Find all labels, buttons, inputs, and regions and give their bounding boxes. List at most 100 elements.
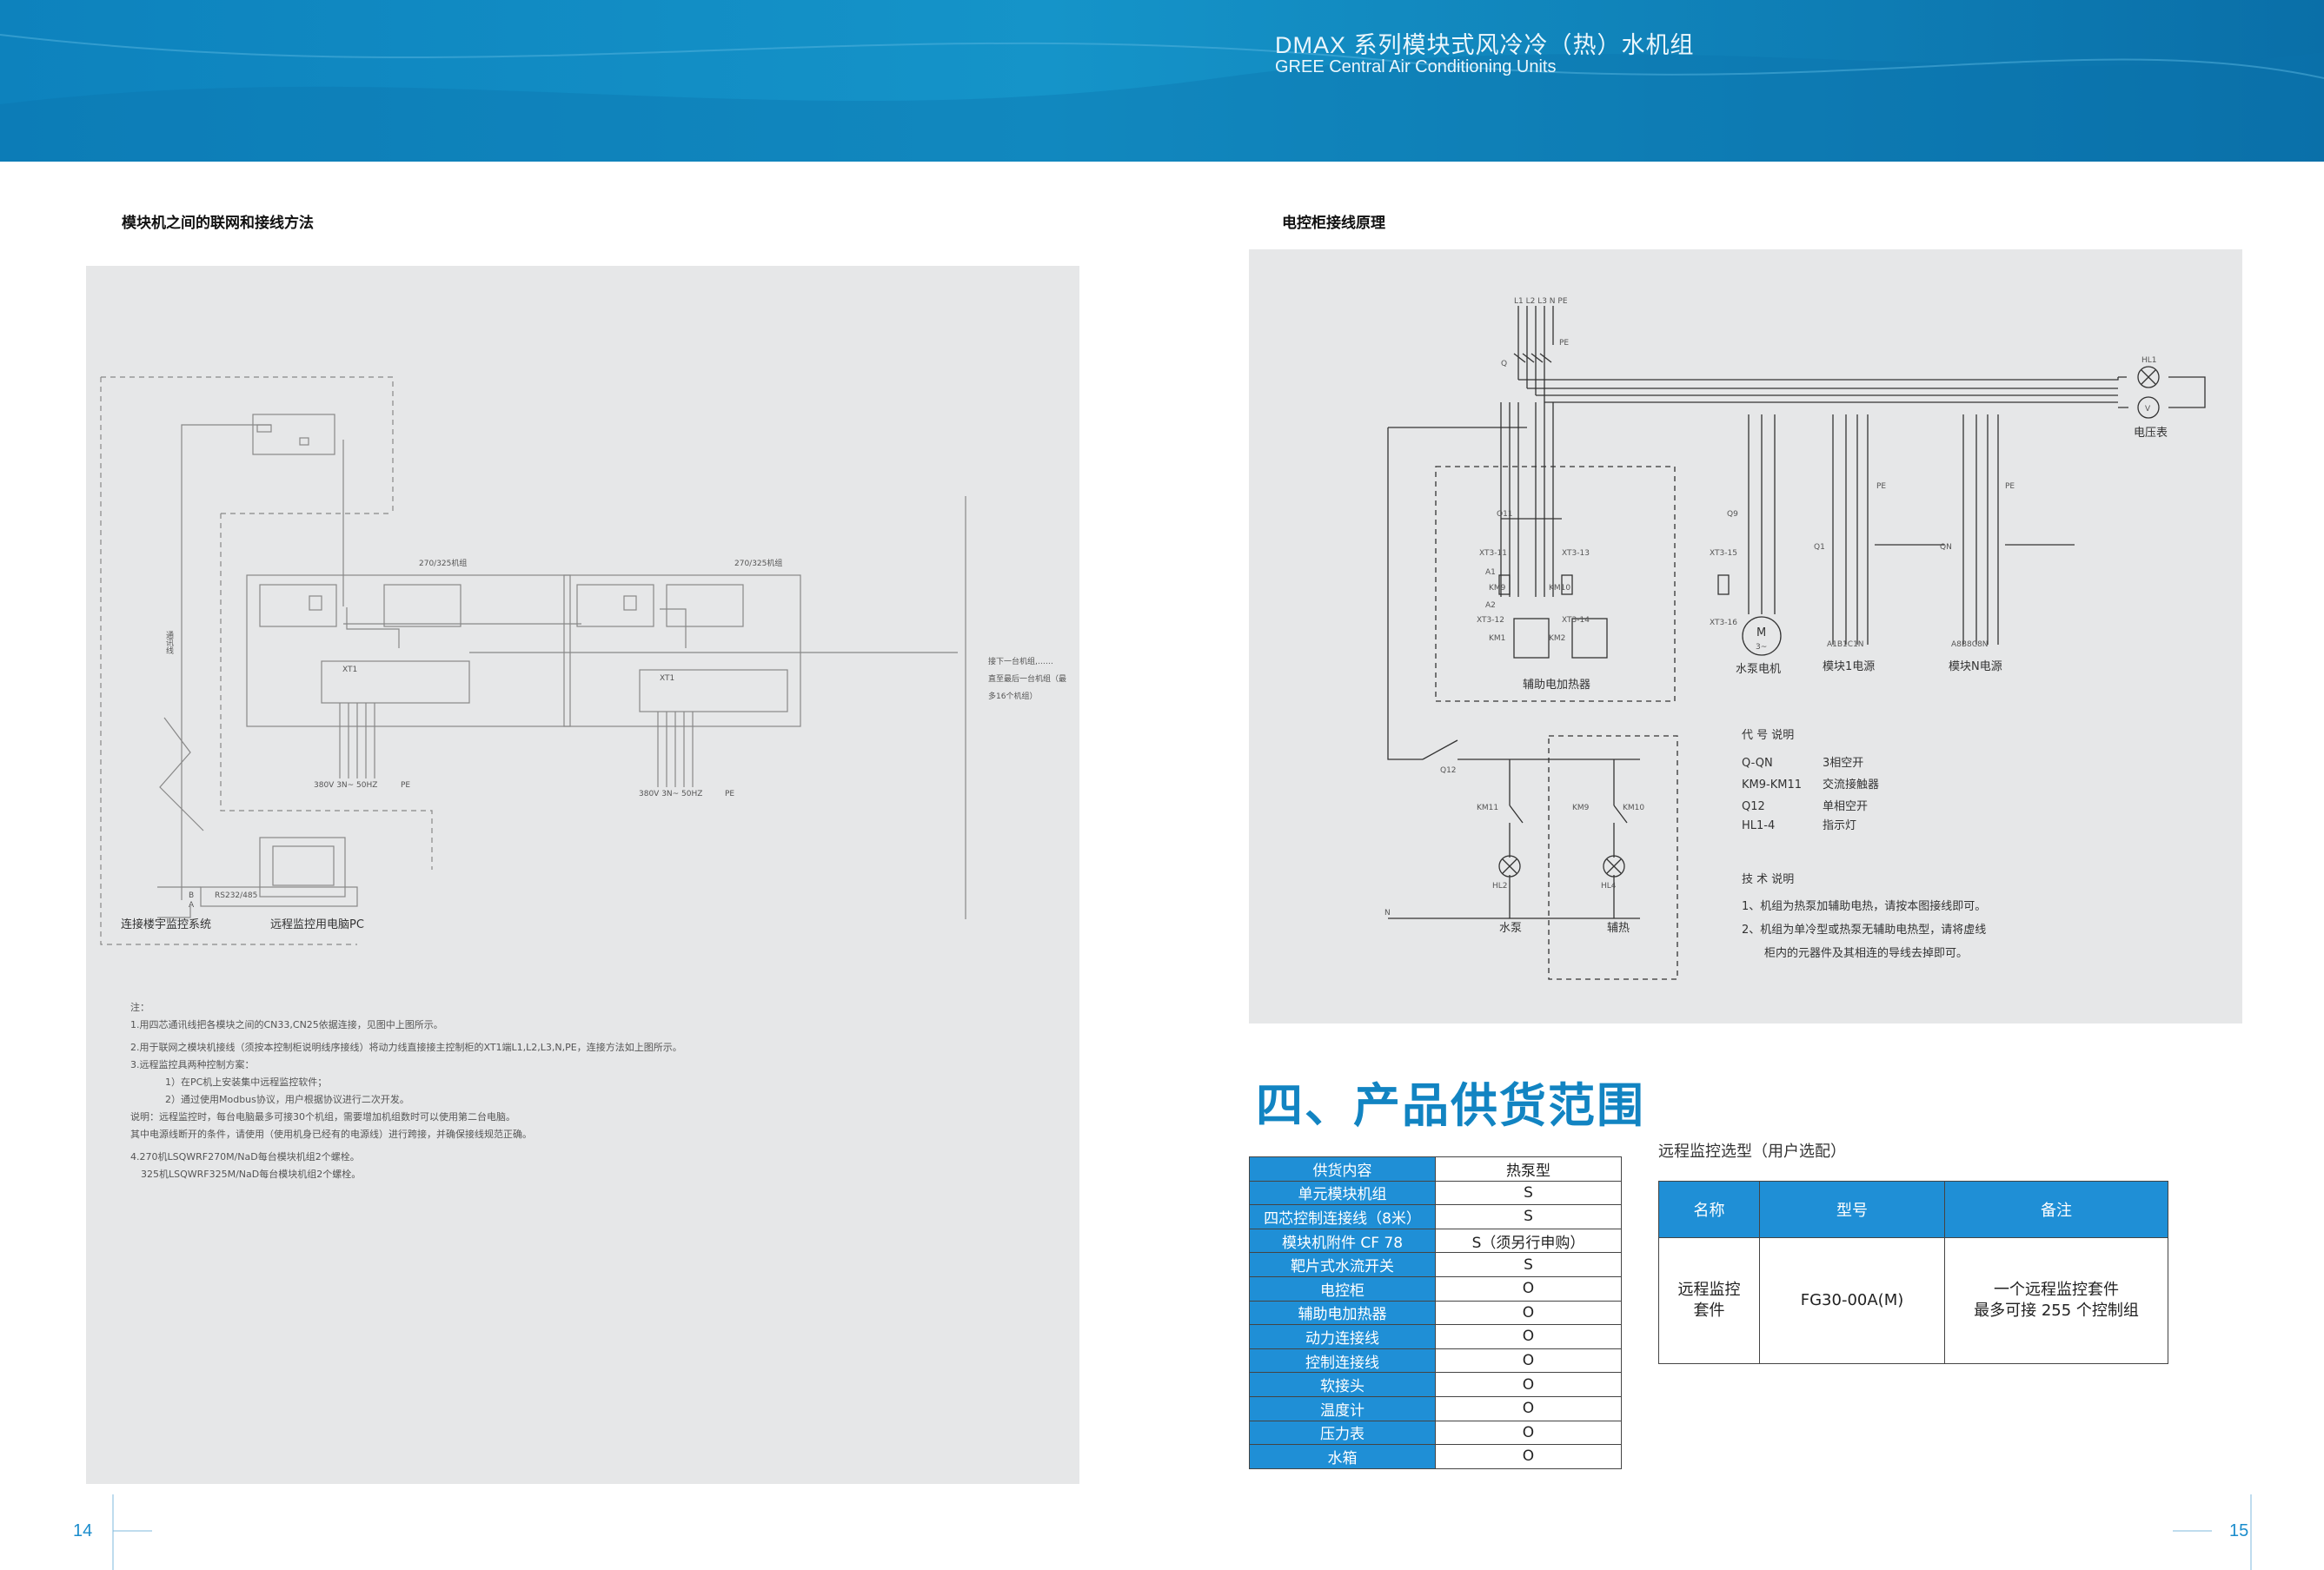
- pe-label-2: PE: [725, 790, 734, 798]
- unit-label-2: 270/325机组: [734, 558, 782, 568]
- q-label: Q: [1501, 360, 1507, 368]
- remote-caption: 远程监控选型（用户选配）: [1658, 1143, 1846, 1161]
- supply-item: 压力表: [1249, 1420, 1436, 1446]
- power-label-2: 380V 3N~ 50HZ: [639, 790, 702, 798]
- a2-label: A2: [1485, 601, 1496, 610]
- xt-label-1: XT1: [342, 666, 357, 674]
- supply-item: 模块机附件 CF 78: [1249, 1228, 1436, 1254]
- note-line: 注：: [130, 1002, 149, 1013]
- table-row: 供货内容热泵型: [1249, 1156, 1622, 1182]
- supply-item: 温度计: [1249, 1395, 1436, 1421]
- remote-name-text: 远程监控套件: [1677, 1281, 1741, 1320]
- header-title-en: GREE Central Air Conditioning Units: [1275, 57, 1557, 76]
- crop-marks: [112, 1494, 2252, 1570]
- supply-value: O: [1435, 1300, 1622, 1326]
- rs232-label: RS232/485: [215, 891, 257, 900]
- table-header-row: 名称 型号 备注: [1658, 1181, 2168, 1238]
- supply-value: O: [1435, 1372, 1622, 1397]
- supply-item: 单元模块机组: [1249, 1180, 1436, 1206]
- legend-title: 代 号 说明: [1742, 729, 1794, 742]
- pe-top-label: PE: [1559, 339, 1569, 348]
- rs-a-label: A: [189, 901, 195, 910]
- supply-item: 动力连接线: [1249, 1324, 1436, 1349]
- note-line: 1.用四芯通讯线把各模块之间的CN33,CN25依据连接，见图中上图所示。: [130, 1019, 443, 1030]
- next-unit-line-1: 接下一台机组,……: [988, 656, 1053, 666]
- xt3-14-label: XT3-14: [1562, 616, 1590, 625]
- mod1-terminals: A1B1C1N: [1827, 640, 1864, 649]
- remote-note: 一个远程监控套件 最多可接 255 个控制组: [1944, 1237, 2168, 1364]
- network-diagram: 270/325机组 270/325机组 XT1 XT1 380V 3N~ 50H…: [100, 376, 1066, 945]
- legend-code: HL1-4: [1742, 819, 1775, 832]
- supply-item: 电控柜: [1249, 1275, 1436, 1302]
- remote-name: 远程监控套件: [1658, 1237, 1760, 1364]
- tech-note: 2、机组为单冷型或热泵无辅助电热型，请将虚线: [1742, 924, 1986, 937]
- hl1-label: HL1: [2141, 356, 2157, 365]
- cabinet-schematic: L1 L2 L3 N PE PE Q HL1 V 电压表 Q11 XT3-11 …: [1384, 297, 2206, 980]
- table-row: 远程监控套件 FG30-00A(M) 一个远程监控套件 最多可接 255 个控制…: [1658, 1237, 2168, 1364]
- supply-value: O: [1435, 1420, 1622, 1446]
- xt3-13-label: XT3-13: [1562, 549, 1590, 558]
- supply-value: 热泵型: [1435, 1156, 1622, 1182]
- table-row: 四芯控制连接线（8米）S: [1249, 1204, 1622, 1229]
- remote-header-note: 备注: [1944, 1181, 2168, 1238]
- legend-desc: 单相空开: [1823, 800, 1868, 813]
- remote-header-model: 型号: [1759, 1181, 1945, 1238]
- supply-item: 靶片式水流开关: [1249, 1252, 1436, 1277]
- supply-item: 四芯控制连接线（8米）: [1249, 1204, 1436, 1229]
- km9-label: KM9: [1489, 584, 1506, 593]
- q11-label: Q11: [1497, 510, 1513, 519]
- next-unit-line-3: 多16个机组）: [988, 691, 1037, 701]
- pe-mod1-label: PE: [1876, 482, 1886, 491]
- remote-note-line: 最多可接 255 个控制组: [1974, 1302, 2139, 1320]
- xt3-16-label: XT3-16: [1710, 619, 1737, 627]
- remote-header-name: 名称: [1658, 1181, 1760, 1238]
- tech-note: 1、机组为热泵加辅助电热，请按本图接线即可。: [1742, 899, 1986, 913]
- modn-power-label: 模块N电源: [1949, 660, 2002, 673]
- note-line: 其中电源线断开的条件，请使用（使用机身已经有的电源线）进行跨接，并确保接线规范正…: [130, 1129, 532, 1140]
- voltmeter-label: 电压表: [2134, 427, 2168, 440]
- wiring-notes: 注： 1.用四芯通讯线把各模块之间的CN33,CN25依据连接，见图中上图所示。…: [130, 999, 913, 1183]
- supply-value: S: [1435, 1252, 1622, 1277]
- legend-desc: 交流接触器: [1823, 778, 1879, 792]
- supply-value: S: [1435, 1180, 1622, 1206]
- modn-terminals: A8B8C8N: [1951, 640, 1989, 649]
- km2-label: KM2: [1549, 634, 1565, 643]
- q12-label: Q12: [1440, 766, 1457, 775]
- hl4-label: HL4: [1601, 882, 1617, 891]
- km11-label: KM11: [1477, 804, 1498, 812]
- legend-code: Q12: [1742, 800, 1765, 813]
- a1-label: A1: [1485, 568, 1496, 577]
- unit-label-1: 270/325机组: [419, 558, 467, 568]
- hl2-label: HL2: [1492, 882, 1508, 891]
- note-line: 说明：远程监控时，每台电脑最多可接30个机组，需要增加机组数时可以使用第二台电脑…: [130, 1111, 515, 1123]
- km9b-label: KM9: [1572, 804, 1590, 812]
- supply-item: 供货内容: [1249, 1156, 1436, 1182]
- page-header: DMAX 系列模块式风冷冷（热）水机组 GREE Central Air Con…: [0, 0, 2324, 162]
- rs-b-label: B: [189, 891, 194, 900]
- legend-desc: 指示灯: [1823, 819, 1856, 832]
- supply-item: 水箱: [1249, 1444, 1436, 1469]
- pe-modn-label: PE: [2005, 482, 2015, 491]
- supply-value: O: [1435, 1348, 1622, 1374]
- q1-label: Q1: [1814, 543, 1825, 552]
- note-line: 325机LSQWRF325M/NaD每台模块机组2个螺栓。: [141, 1169, 362, 1180]
- km10-label: KM10: [1549, 584, 1570, 593]
- supply-value: S: [1435, 1204, 1622, 1229]
- km10b-label: KM10: [1623, 804, 1644, 812]
- page-number-left: 14: [73, 1521, 93, 1540]
- pc-label: 远程监控用电脑PC: [270, 918, 364, 931]
- pump-label: 水泵: [1499, 922, 1522, 935]
- next-unit-line-2: 直至最后一台机组（最: [988, 673, 1066, 684]
- motor-3-label: 3~: [1756, 643, 1767, 652]
- note-line: 4.270机LSQWRF270M/NaD每台模块机组2个螺栓。: [130, 1151, 360, 1163]
- aux-heat-label: 辅热: [1607, 922, 1630, 935]
- aux-heater-label: 辅助电加热器: [1523, 679, 1590, 692]
- supply-value: O: [1435, 1275, 1622, 1302]
- pump-motor-label: 水泵电机: [1736, 663, 1781, 676]
